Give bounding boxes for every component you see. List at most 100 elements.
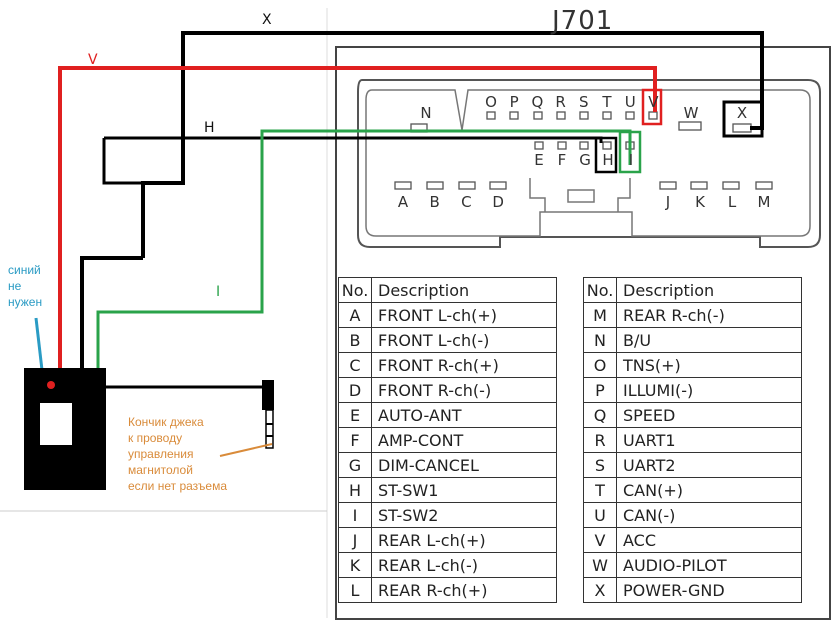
pin-number: I — [338, 502, 372, 528]
connector-notch — [567, 189, 595, 203]
pin-number: T — [583, 477, 617, 503]
pin-label-g: G — [579, 151, 591, 169]
wire-h — [150, 136, 603, 143]
pin-v-highlight — [641, 88, 663, 126]
pin-number: W — [583, 552, 617, 578]
pin-label-h: H — [602, 151, 614, 169]
pin-h-highlight — [594, 136, 618, 174]
pin-description: UART1 — [616, 427, 802, 453]
pin-description: B/U — [616, 327, 802, 353]
wire-x-label: X — [262, 12, 272, 28]
pin-number: F — [338, 427, 372, 453]
pin-number: N — [583, 327, 617, 353]
pin-label-f: F — [557, 151, 567, 169]
jack-body — [262, 380, 274, 410]
pin-description: AUTO-ANT — [371, 402, 557, 428]
pin-label-v: V — [648, 93, 659, 111]
pin-description: AMP-CONT — [371, 427, 557, 453]
pin-label-o: O — [485, 93, 497, 111]
module-window — [40, 403, 72, 445]
pin-number: E — [338, 402, 372, 428]
header-description: Description — [371, 277, 557, 303]
pin-description: FRONT R-ch(+) — [371, 352, 557, 378]
pin-label-q: Q — [531, 93, 544, 111]
jack-note: Кончик джека к проводу управления магнит… — [128, 415, 227, 493]
pin-number: R — [583, 427, 617, 453]
wire-i-label: I — [216, 284, 221, 300]
blue-wire-note: синий не нужен — [8, 263, 43, 309]
pin-description: FRONT L-ch(+) — [371, 302, 557, 328]
pin-number: X — [583, 577, 617, 603]
pin-label-s: S — [579, 93, 589, 111]
connector-housing — [357, 79, 821, 248]
pin-number: P — [583, 377, 617, 403]
orange-pointer — [219, 443, 273, 457]
pin-description: FRONT R-ch(-) — [371, 377, 557, 403]
pin-description: CAN(+) — [616, 477, 802, 503]
wire-i — [96, 129, 632, 370]
pin-description: ST-SW2 — [371, 502, 557, 528]
wire-h-loop — [102, 138, 143, 185]
pin-number: D — [338, 377, 372, 403]
wire-v-label: V — [88, 52, 98, 68]
header-no: No. — [583, 277, 617, 303]
module-led — [47, 381, 55, 389]
pin-description: TNS(+) — [616, 352, 802, 378]
pin-description: SPEED — [616, 402, 802, 428]
pin-label-n: N — [420, 104, 432, 122]
pin-label-b: B — [429, 193, 440, 211]
pin-number: B — [338, 327, 372, 353]
pin-description: ST-SW1 — [371, 477, 557, 503]
connector-panel-border — [335, 46, 831, 620]
pin-description: REAR L-ch(+) — [371, 527, 557, 553]
wire-x-down — [80, 256, 143, 370]
pin-number: O — [583, 352, 617, 378]
pin-number: M — [583, 302, 617, 328]
pin-number: Q — [583, 402, 617, 428]
connector-inner — [365, 89, 811, 237]
wire-h-label: H — [204, 120, 215, 136]
pin-number: C — [338, 352, 372, 378]
pin-label-l: L — [727, 193, 737, 211]
jack-plug — [265, 409, 274, 449]
pin-description: ILLUMI(-) — [616, 377, 802, 403]
pin-label-u: U — [624, 93, 636, 111]
pin-description: UART2 — [616, 452, 802, 478]
pin-description: REAR R-ch(+) — [371, 577, 557, 603]
pin-label-i: I — [628, 151, 634, 169]
pin-label-r: R — [555, 93, 566, 111]
wire-blue — [34, 317, 44, 371]
pin-description: DIM-CANCEL — [371, 452, 557, 478]
connector-title: J701 — [552, 6, 614, 36]
connector-key — [529, 178, 631, 212]
pin-label-e: E — [534, 151, 544, 169]
pin-label-a: A — [397, 193, 409, 211]
pin-number: L — [338, 577, 372, 603]
pin-number: U — [583, 502, 617, 528]
pin-holes — [394, 111, 773, 190]
pin-number: H — [338, 477, 372, 503]
pin-description: ACC — [616, 527, 802, 553]
pin-label-p: P — [509, 93, 519, 111]
wire-v — [58, 66, 657, 370]
pin-number: A — [338, 302, 372, 328]
pin-label-k: K — [695, 193, 705, 211]
pin-number: V — [583, 527, 617, 553]
header-no: No. — [338, 277, 372, 303]
